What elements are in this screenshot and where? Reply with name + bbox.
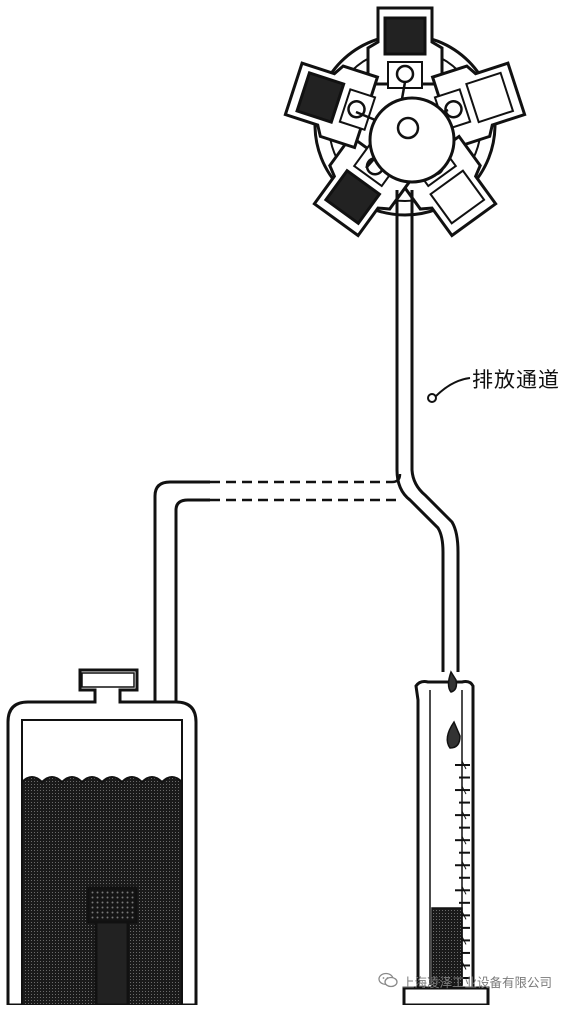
drain-tube: [395, 190, 460, 672]
droplet-2: [446, 720, 461, 749]
label-leader-dot: [427, 393, 437, 403]
droplet-1: [447, 670, 458, 693]
graduation-mark: [461, 785, 467, 795]
valve-chamber-left: [283, 61, 380, 150]
rotary-valve: [283, 6, 527, 238]
valve-chamber-top: [366, 6, 444, 89]
valve-hub-pin: [396, 116, 420, 140]
graduation-mark: [461, 861, 467, 870]
graduation-mark: [461, 835, 467, 845]
graduation-mark: [461, 760, 467, 770]
branch-tube: [153, 473, 402, 702]
drain-channel-label: 排放通道: [472, 368, 560, 392]
valve-hub: [368, 96, 456, 184]
valve-chamber-bottom-left: [312, 134, 413, 238]
graduation-mark: [461, 810, 467, 820]
outlet-pipe: [94, 920, 130, 1007]
graduated-cylinder: [402, 670, 490, 1007]
wechat-icon: [378, 972, 398, 988]
label-leader-line: [434, 377, 471, 398]
reservoir-bottle: [6, 668, 198, 1007]
watermark-text: 上海凌泽工业设备有限公司: [402, 975, 553, 990]
outlet-filter: [86, 886, 138, 924]
graduation-mark: [461, 886, 467, 895]
cylinder-liquid: [431, 907, 463, 987]
